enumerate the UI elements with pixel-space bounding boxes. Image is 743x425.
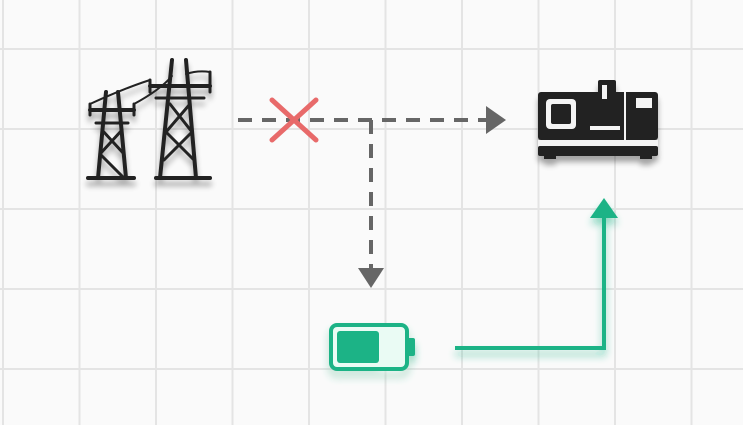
connection-grid-to-machine — [238, 106, 506, 134]
arrowhead-right-icon — [486, 106, 506, 134]
power-tower-icon — [86, 58, 212, 180]
cnc-machine-icon — [538, 80, 658, 159]
battery-icon — [329, 323, 415, 371]
arrowhead-up-icon — [590, 198, 618, 218]
connection-battery-to-machine — [455, 198, 618, 350]
arrowhead-down-icon — [358, 268, 384, 288]
battery-charge-level — [337, 331, 379, 363]
connection-grid-to-battery — [358, 120, 384, 288]
disconnect-x-icon — [269, 97, 319, 143]
